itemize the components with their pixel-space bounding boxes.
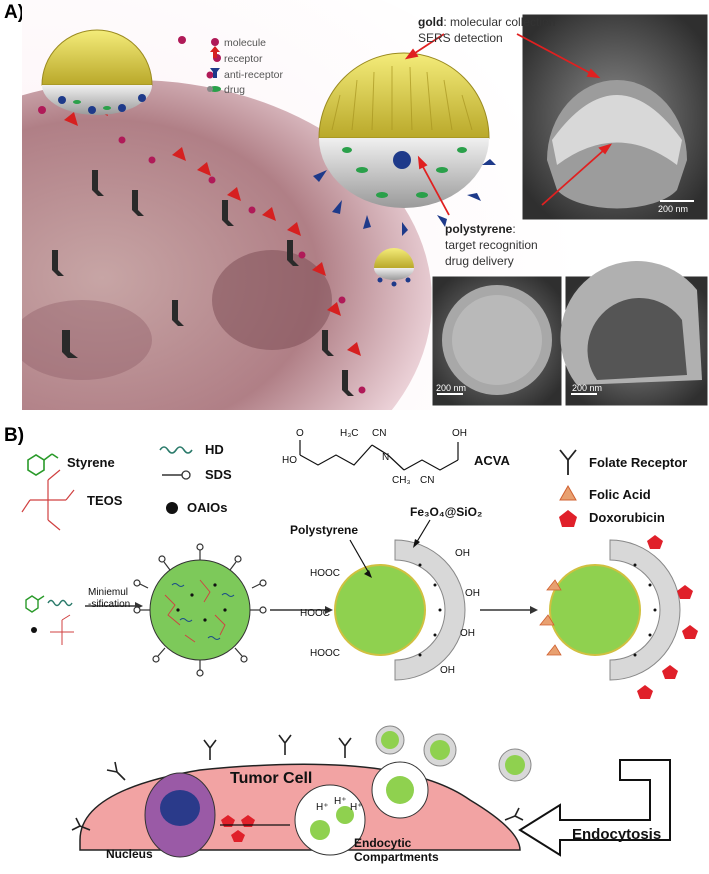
callout-arrows [404, 33, 613, 216]
molecules [38, 36, 366, 394]
endocytic-line-2: Compartments [354, 850, 439, 864]
endocytic-compartment [294, 784, 366, 856]
sds-icon [162, 470, 191, 480]
legend-icons [207, 38, 221, 92]
scale-label-1: 200 nm [658, 204, 689, 214]
doxorubicin-label: Doxorubicin [589, 510, 665, 525]
miniemulsion-droplet [133, 543, 267, 677]
acva-o: O [296, 428, 304, 439]
ps-line-1: target recognition [445, 238, 538, 252]
styrene-label: Styrene [67, 455, 115, 470]
hd-label: HD [205, 442, 224, 457]
tumor-cell-label: Tumor Cell [230, 770, 313, 787]
teos-label: TEOS [87, 493, 123, 508]
ps-line-2: drug delivery [445, 254, 514, 268]
scale-bar-2 [437, 393, 463, 395]
hplus-3: H⁺ [350, 802, 363, 813]
core-shell-particle [334, 519, 466, 681]
legend-anti-receptor: anti-receptor [224, 69, 283, 81]
endocytic-line-1: Endocytic [354, 836, 412, 850]
scale-bar-3 [571, 393, 597, 395]
acva-cn-2: CN [420, 475, 435, 486]
legend-receptor: receptor [224, 53, 263, 65]
acva-n: N [382, 452, 390, 463]
acva-h3c: H₃C [340, 428, 359, 439]
floating-particles [375, 725, 532, 782]
acva-oh: OH [452, 428, 467, 439]
oaios-icon [166, 502, 178, 514]
endocytosis-arrow [518, 759, 671, 857]
reagents-group [25, 595, 143, 645]
ps-title: polystyrene [445, 222, 513, 236]
styrene-icon [27, 453, 59, 476]
folic-acid-label: Folic Acid [589, 487, 651, 502]
small-particle [374, 248, 414, 287]
endocytosis-label: Endocytosis [572, 826, 662, 843]
hplus-2: H⁺ [334, 796, 347, 807]
oaios-label: OAIOs [187, 500, 228, 515]
folate-receptor-label: Folate Receptor [589, 455, 688, 470]
endocytic-label: Endocytic Compartments [354, 836, 439, 864]
folic-acid-icon [559, 484, 577, 501]
hplus-1: H⁺ [316, 802, 329, 813]
acva-structure [299, 440, 459, 471]
panel-a-label: A) [4, 2, 25, 23]
teos-icon [21, 469, 75, 531]
oh-label-3: OH [460, 628, 475, 639]
acva-ch3: CH₃ [392, 475, 411, 486]
central-particle [313, 52, 496, 236]
nucleus-label: Nucleus [106, 847, 153, 861]
oh-label-2: OH [465, 588, 480, 599]
gold-callout: gold: molecular collection SERS detectio… [418, 14, 555, 46]
scale-label-2: 200 nm [436, 383, 467, 393]
hooc-label-3: HOOC [310, 648, 340, 659]
scale-label-3: 200 nm [572, 383, 603, 393]
polystyrene-label: Polystyrene [290, 523, 359, 537]
legend-drug: drug [224, 84, 246, 96]
gold-title: gold [418, 15, 444, 29]
polystyrene-callout: polystyrene: target recognition drug del… [445, 222, 538, 268]
gold-line-2: SERS detection [418, 31, 503, 45]
oh-label-1: OH [455, 548, 470, 559]
functionalized-particle [539, 535, 698, 699]
oh-label-4: OH [440, 665, 455, 676]
miniemul-line-2: -sification [88, 599, 131, 610]
scale-bar-1 [660, 200, 694, 202]
attached-particle [41, 29, 153, 115]
tumor-cell [79, 761, 521, 858]
acva-cn-1: CN [372, 428, 387, 439]
acva-ho: HO [282, 455, 297, 466]
gold-line-1: : molecular collection [443, 15, 556, 29]
folate-receptor-icon [559, 449, 577, 475]
hooc-label-1: HOOC [310, 568, 340, 579]
hd-icon [159, 446, 193, 454]
doxorubicin-icon [559, 510, 577, 527]
shell-label: Fe₃O₄@SiO₂ [410, 505, 483, 519]
sds-label: SDS [205, 467, 232, 482]
miniemul-line-1: Miniemul [88, 587, 129, 598]
cell-receptors [71, 734, 524, 831]
panel-a-illustration [22, 0, 709, 410]
hooc-label-2: HOOC [300, 608, 330, 619]
miniemul-label: Miniemul -sification [88, 587, 130, 611]
surface-receptors [52, 170, 354, 396]
acva-label: ACVA [474, 453, 510, 468]
panel-b-label: B) [4, 425, 25, 446]
legend-molecule: molecule [224, 37, 267, 49]
panel-b-illustration [21, 440, 698, 858]
